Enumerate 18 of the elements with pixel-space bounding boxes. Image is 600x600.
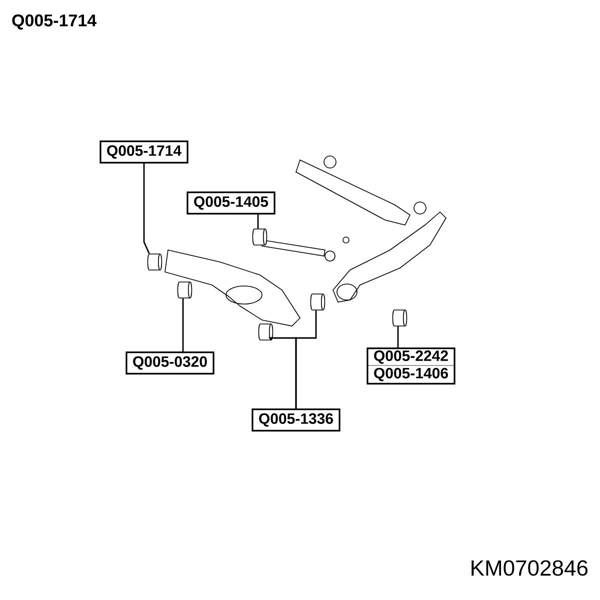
leader-line bbox=[182, 298, 184, 352]
bushing bbox=[252, 228, 268, 246]
bushing bbox=[177, 282, 192, 298]
leader-line bbox=[257, 214, 259, 229]
bushing bbox=[392, 310, 408, 326]
part-number: KM0702846 bbox=[472, 560, 588, 576]
part-number-box: Q005-2242 Q005-1406 bbox=[366, 348, 456, 384]
part-number-box: Q005-1336 bbox=[252, 408, 340, 432]
part-number: Q005-1714 bbox=[12, 14, 96, 30]
leader-line bbox=[143, 164, 150, 254]
leader-line bbox=[295, 310, 317, 408]
leader-line bbox=[397, 326, 399, 348]
bushing bbox=[310, 294, 326, 310]
part-number-box: Q005-1405 bbox=[186, 191, 276, 215]
bushing bbox=[258, 324, 274, 340]
bushing bbox=[147, 254, 162, 270]
part-number-box: Q005-1714 bbox=[100, 140, 188, 164]
part-number-box: Q005-0320 bbox=[126, 352, 214, 375]
